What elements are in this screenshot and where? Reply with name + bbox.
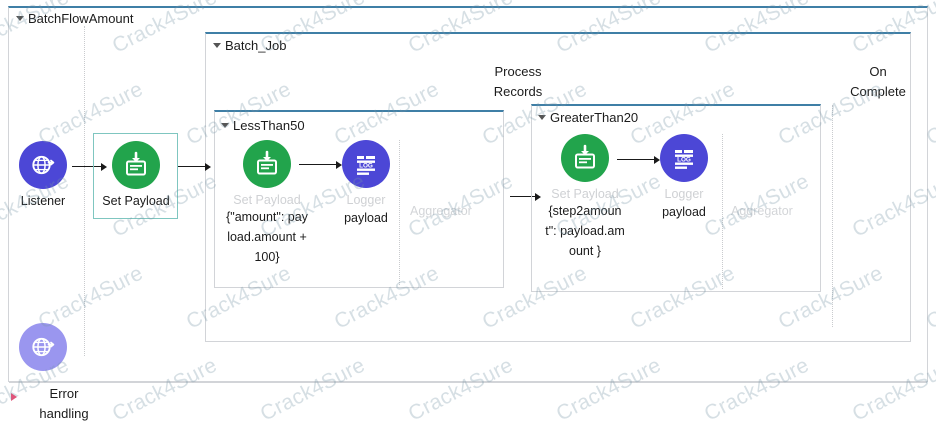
- process-records-line1: Process: [494, 64, 542, 79]
- on-complete-line2: Complete: [850, 84, 906, 99]
- globe-icon: [19, 323, 67, 371]
- aggregator-divider-greaterthan20: [722, 134, 723, 289]
- collapse-triangle-icon[interactable]: [213, 43, 221, 48]
- component-set-payload-greaterthan20[interactable]: Set Payload {step2amount": payload.amoun…: [537, 134, 633, 261]
- component-listener-response[interactable]: [0, 323, 91, 371]
- component-expression: payload: [662, 205, 706, 219]
- component-label: Listener: [20, 194, 66, 208]
- expand-triangle-icon[interactable]: [11, 393, 17, 401]
- logger-icon: LOG: [660, 134, 708, 182]
- component-expression: {"amount": payload.amount + 100}: [226, 210, 308, 264]
- batch-step-lessthan50[interactable]: [214, 110, 504, 288]
- batch-step-title-greaterthan20[interactable]: GreaterThan20: [538, 110, 638, 125]
- phase-label-process-records: Process Records: [458, 62, 578, 102]
- process-records-line2: Records: [493, 84, 543, 99]
- flow-title-label: BatchFlowAmount: [28, 11, 134, 26]
- flow-title-batchflowamount[interactable]: BatchFlowAmount: [16, 11, 134, 26]
- component-listener[interactable]: Listener: [0, 141, 91, 208]
- set-payload-icon: [243, 140, 291, 188]
- batch-step-greaterthan20[interactable]: [531, 104, 821, 292]
- source-column-divider: [84, 26, 85, 356]
- error-section-divider: [9, 382, 927, 383]
- collapse-triangle-icon[interactable]: [538, 115, 546, 120]
- connector-arrow: [299, 160, 343, 169]
- error-handling-label[interactable]: Error handling: [28, 384, 100, 424]
- connector-arrow-step1-step2: [510, 192, 542, 201]
- selection-highlight-set-payload: [93, 133, 178, 219]
- phase-label-on-complete: On Complete: [826, 62, 930, 102]
- component-logger-lessthan50[interactable]: LOG Logger payload: [318, 140, 414, 228]
- batch-step-title-lessthan50[interactable]: LessThan50: [221, 118, 305, 133]
- logger-icon: LOG: [342, 140, 390, 188]
- error-handling-line1: Error: [49, 386, 79, 401]
- scope-container-batch-job[interactable]: [205, 32, 911, 342]
- connector-arrow-listener-setpayload: [72, 162, 108, 171]
- error-handling-marker[interactable]: [11, 388, 17, 406]
- batch-step-label: GreaterThan20: [550, 110, 639, 125]
- component-set-payload-lessthan50[interactable]: Set Payload {"amount": payload.amount + …: [219, 140, 315, 267]
- component-label: Set Payload: [233, 193, 301, 207]
- on-complete-line1: On: [869, 64, 887, 79]
- component-expression: {step2amount": payload.amount }: [545, 204, 625, 258]
- batch-step-label: LessThan50: [233, 118, 305, 133]
- component-label: Set Payload: [551, 187, 619, 201]
- connector-arrow-setpayload-batchjob: [178, 162, 212, 171]
- set-payload-icon: [112, 141, 160, 189]
- aggregator-divider-lessthan50: [399, 140, 400, 285]
- collapse-triangle-icon[interactable]: [16, 16, 24, 21]
- scope-title-batch-job[interactable]: Batch_Job: [213, 38, 286, 53]
- flow-container-batchflowamount[interactable]: [8, 6, 928, 382]
- svg-text:LOG: LOG: [677, 156, 691, 163]
- svg-text:LOG: LOG: [359, 162, 373, 169]
- set-payload-icon: [561, 134, 609, 182]
- globe-icon: [19, 141, 67, 189]
- scope-title-label: Batch_Job: [225, 38, 287, 53]
- component-label: Set Payload: [102, 194, 170, 208]
- collapse-triangle-icon[interactable]: [221, 123, 229, 128]
- connector-arrow: [617, 155, 661, 164]
- on-complete-column-divider: [832, 105, 833, 327]
- component-logger-greaterthan20[interactable]: LOG Logger payload: [636, 134, 732, 222]
- component-set-payload-main[interactable]: Set Payload: [88, 141, 184, 208]
- component-label: Logger: [346, 193, 386, 207]
- error-handling-line2: handling: [39, 406, 89, 421]
- component-aggregator-greaterthan20[interactable]: Aggregator: [731, 204, 793, 218]
- component-expression: payload: [344, 211, 388, 225]
- component-label: Logger: [664, 187, 704, 201]
- component-aggregator-lessthan50[interactable]: Aggregator: [410, 204, 472, 218]
